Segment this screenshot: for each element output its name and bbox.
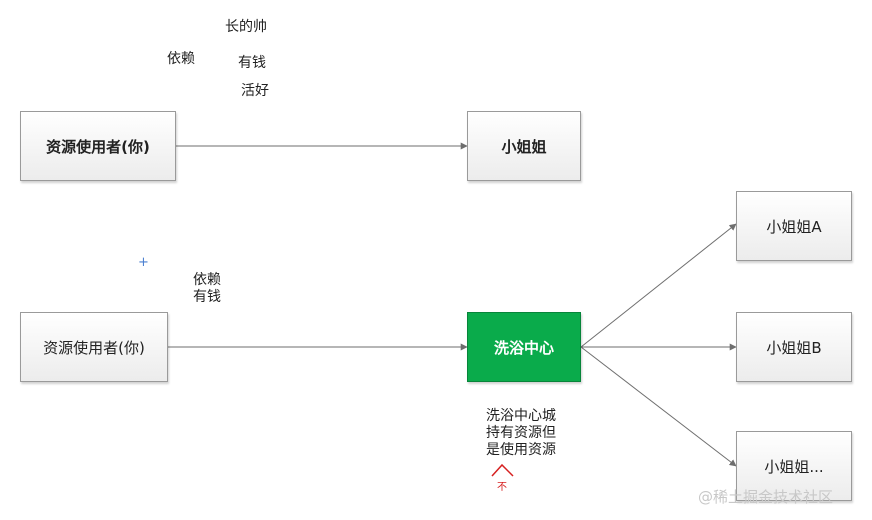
insert-mark-text: 不 <box>497 482 507 493</box>
edge-label-depend: 依赖 <box>167 51 195 67</box>
insert-caret <box>491 463 514 477</box>
plus-mark: + <box>138 255 149 270</box>
note-line: 持有资源但 <box>486 425 556 441</box>
note-line: 洗浴中心城 <box>486 408 556 424</box>
attribute-label: 活好 <box>241 83 269 99</box>
user-box-label: 资源使用者(你) <box>46 137 150 156</box>
target-box[interactable]: 小姐姐 <box>467 111 581 181</box>
attribute-label: 长的帅 <box>225 19 267 35</box>
user-box[interactable]: 资源使用者(你) <box>20 111 176 181</box>
note-line: 是使用资源 <box>486 442 556 458</box>
target-box-label: 小姐姐 <box>501 137 547 156</box>
attribute-label: 有钱 <box>238 55 266 71</box>
target-box-more-label: 小姐姐... <box>764 457 824 476</box>
target-box-a-label: 小姐姐A <box>766 217 822 236</box>
edge-label-lines: 依赖 有钱 <box>193 272 221 306</box>
target-box-b-label: 小姐姐B <box>766 338 822 357</box>
target-box-more[interactable]: 小姐姐... <box>736 431 852 501</box>
target-box-a[interactable]: 小姐姐A <box>736 191 852 261</box>
edge-label-line: 依赖 <box>193 272 221 288</box>
edge-label-line: 有钱 <box>193 289 221 305</box>
watermark: @稀土掘金技术社区 <box>698 488 834 506</box>
target-box-b[interactable]: 小姐姐B <box>736 312 852 382</box>
center-box[interactable]: 洗浴中心 <box>467 312 581 382</box>
user-box-2-label: 资源使用者(你) <box>43 338 145 357</box>
user-box-2[interactable]: 资源使用者(你) <box>20 312 168 382</box>
note-text: 洗浴中心城 持有资源但 是使用资源 <box>486 408 556 459</box>
arrow-center-to-target-a <box>580 223 737 348</box>
arrow-center-to-target-more <box>580 346 737 467</box>
center-box-label: 洗浴中心 <box>493 338 554 357</box>
